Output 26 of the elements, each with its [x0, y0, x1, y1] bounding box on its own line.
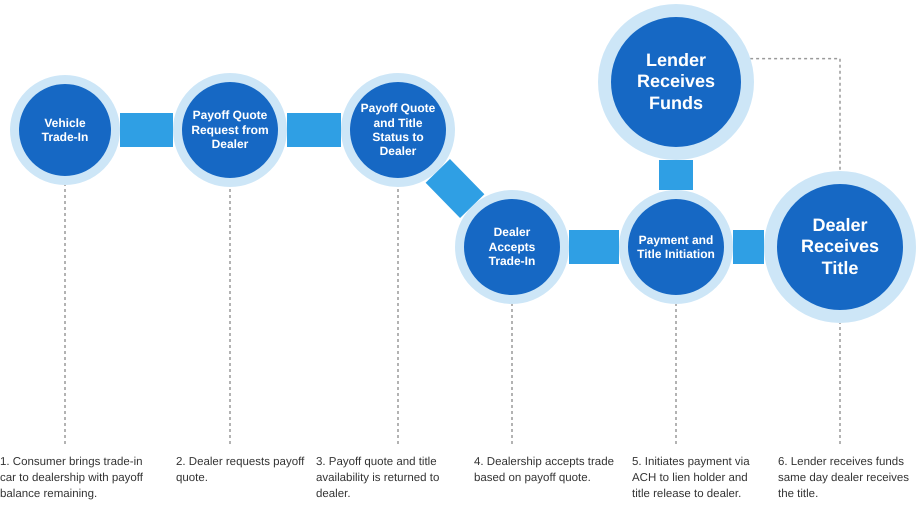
step-description: 1. Consumer brings trade-in car to dealership with payoff balance remaining.	[0, 455, 152, 503]
step-title: Dealer Receives Title	[800, 214, 880, 280]
step-description: 2. Dealer requests payoff quote.	[176, 455, 306, 487]
step-title: Vehicle Trade-In	[40, 116, 90, 144]
leader-line	[675, 304, 677, 444]
leader-line	[839, 323, 841, 444]
step-description: 4. Dealership accepts trade based on payoff quote.	[474, 455, 619, 487]
step-title: Payoff Quote Request from Dealer	[190, 108, 270, 152]
leader-line	[64, 185, 66, 444]
step-description: 6. Lender receives funds same day dealer receives the title.	[778, 455, 918, 503]
leader-line	[511, 304, 513, 444]
connector-band	[733, 230, 764, 264]
step-description: 3. Payoff quote and title availability is returned to dealer.	[316, 455, 456, 503]
connector-band	[569, 230, 619, 264]
step-title: Payment and Title Initiation	[636, 232, 716, 262]
leader-line	[397, 187, 399, 444]
connector-band	[287, 113, 341, 147]
step-title: Lender Receives Funds	[636, 50, 716, 114]
dashed-connector	[750, 58, 841, 171]
connector-band	[659, 160, 693, 190]
step-description: 5. Initiates payment via ACH to lien holder and title release to dealer.	[632, 455, 762, 503]
step-title: Dealer Accepts Trade-In	[488, 225, 536, 269]
leader-line	[229, 187, 231, 444]
connector-band	[426, 158, 484, 218]
connector-band	[120, 113, 173, 147]
step-title: Payoff Quote and Title Status to Dealer	[360, 101, 436, 159]
